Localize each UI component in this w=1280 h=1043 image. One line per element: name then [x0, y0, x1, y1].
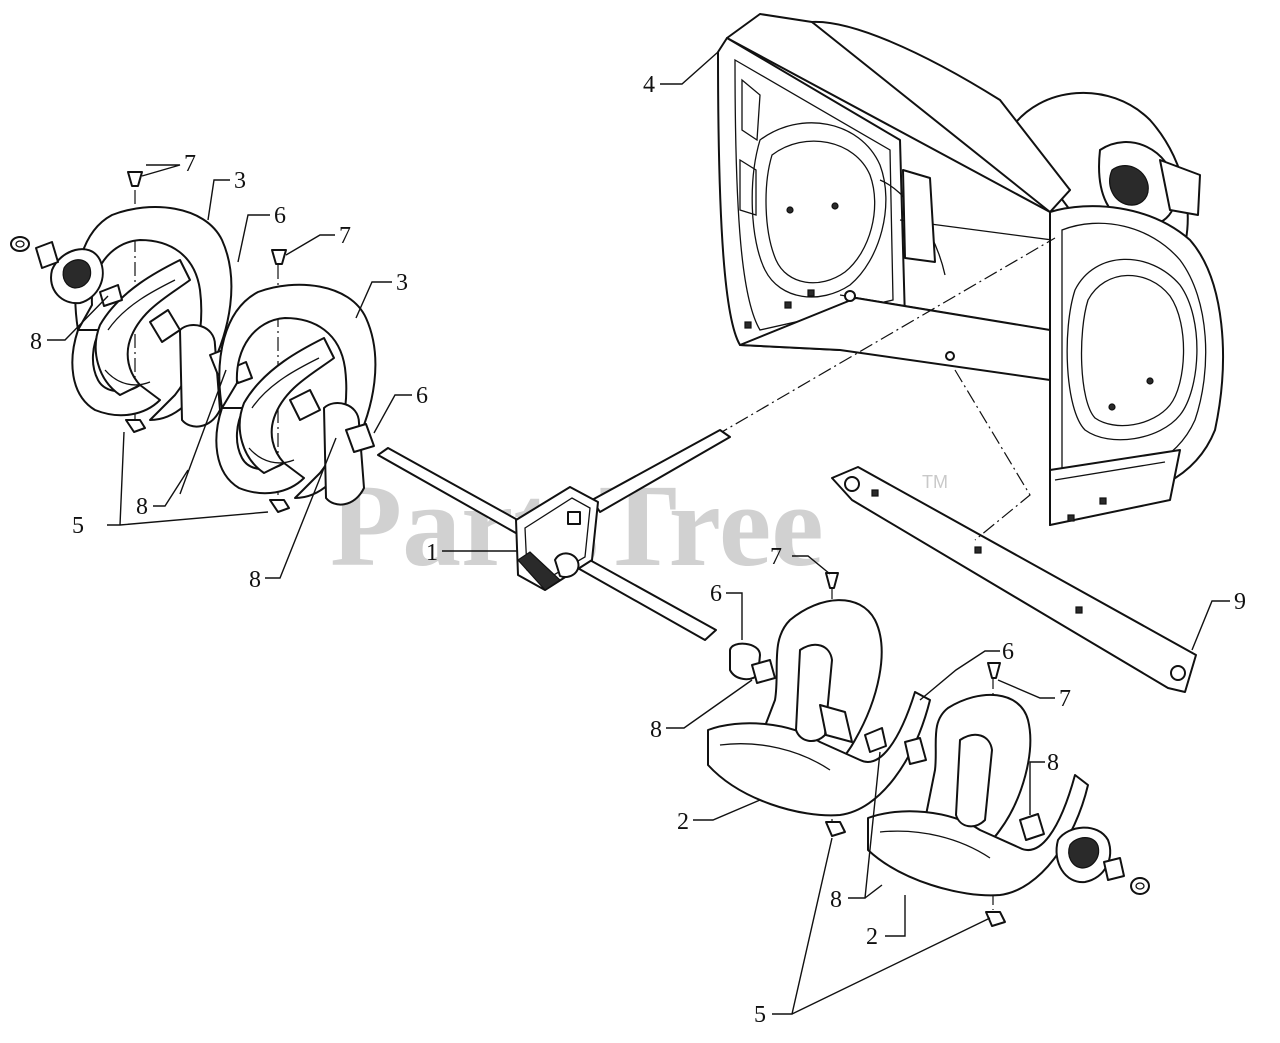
callout-8-bottom-left: 8 — [249, 567, 261, 593]
scraper-bar — [831, 466, 1197, 693]
callout-2-lower-right: 2 — [866, 924, 878, 950]
centerline-main-shaft — [714, 237, 1056, 437]
callout-7-mid-left: 7 — [339, 223, 351, 249]
callout-6-top-left: 6 — [274, 203, 286, 229]
callout-5-bottom: 5 — [754, 1002, 766, 1028]
callout-8-lower-right: 8 — [830, 887, 842, 913]
right-auger-outer — [867, 662, 1150, 927]
callout-2-center: 2 — [677, 809, 689, 835]
right-auger-inner — [707, 572, 931, 837]
callout-8-far-left: 8 — [30, 329, 42, 355]
gearbox-assembly — [377, 429, 731, 641]
callout-9-scraper: 9 — [1234, 589, 1246, 615]
callout-6-mid-left: 6 — [416, 383, 428, 409]
callout-3-top-left: 3 — [234, 168, 246, 194]
callout-7-right: 7 — [1059, 686, 1071, 712]
auger-housing — [717, 13, 1224, 526]
callout-4-housing: 4 — [643, 72, 655, 98]
callout-7-center: 7 — [770, 544, 782, 570]
callout-6-right: 6 — [1002, 639, 1014, 665]
callout-8-center: 8 — [650, 717, 662, 743]
watermark-tm: TM — [922, 472, 948, 492]
callout-8-lower-left: 8 — [136, 494, 148, 520]
callout-1-gearbox: 1 — [426, 540, 438, 566]
callout-5-left: 5 — [72, 513, 84, 539]
callout-labels: 7 3 6 7 3 8 6 8 5 8 1 4 7 6 8 2 6 7 8 9 … — [30, 72, 1246, 1028]
leader-lines — [47, 51, 1230, 1015]
left-auger-inner — [215, 249, 377, 513]
callout-8-right: 8 — [1047, 750, 1059, 776]
callout-3-mid-left: 3 — [396, 270, 408, 296]
centerline-housing-to-bar — [954, 369, 1031, 541]
left-auger-outer — [10, 171, 253, 433]
callout-7-top-left: 7 — [184, 151, 196, 177]
callout-6-center: 6 — [710, 581, 722, 607]
